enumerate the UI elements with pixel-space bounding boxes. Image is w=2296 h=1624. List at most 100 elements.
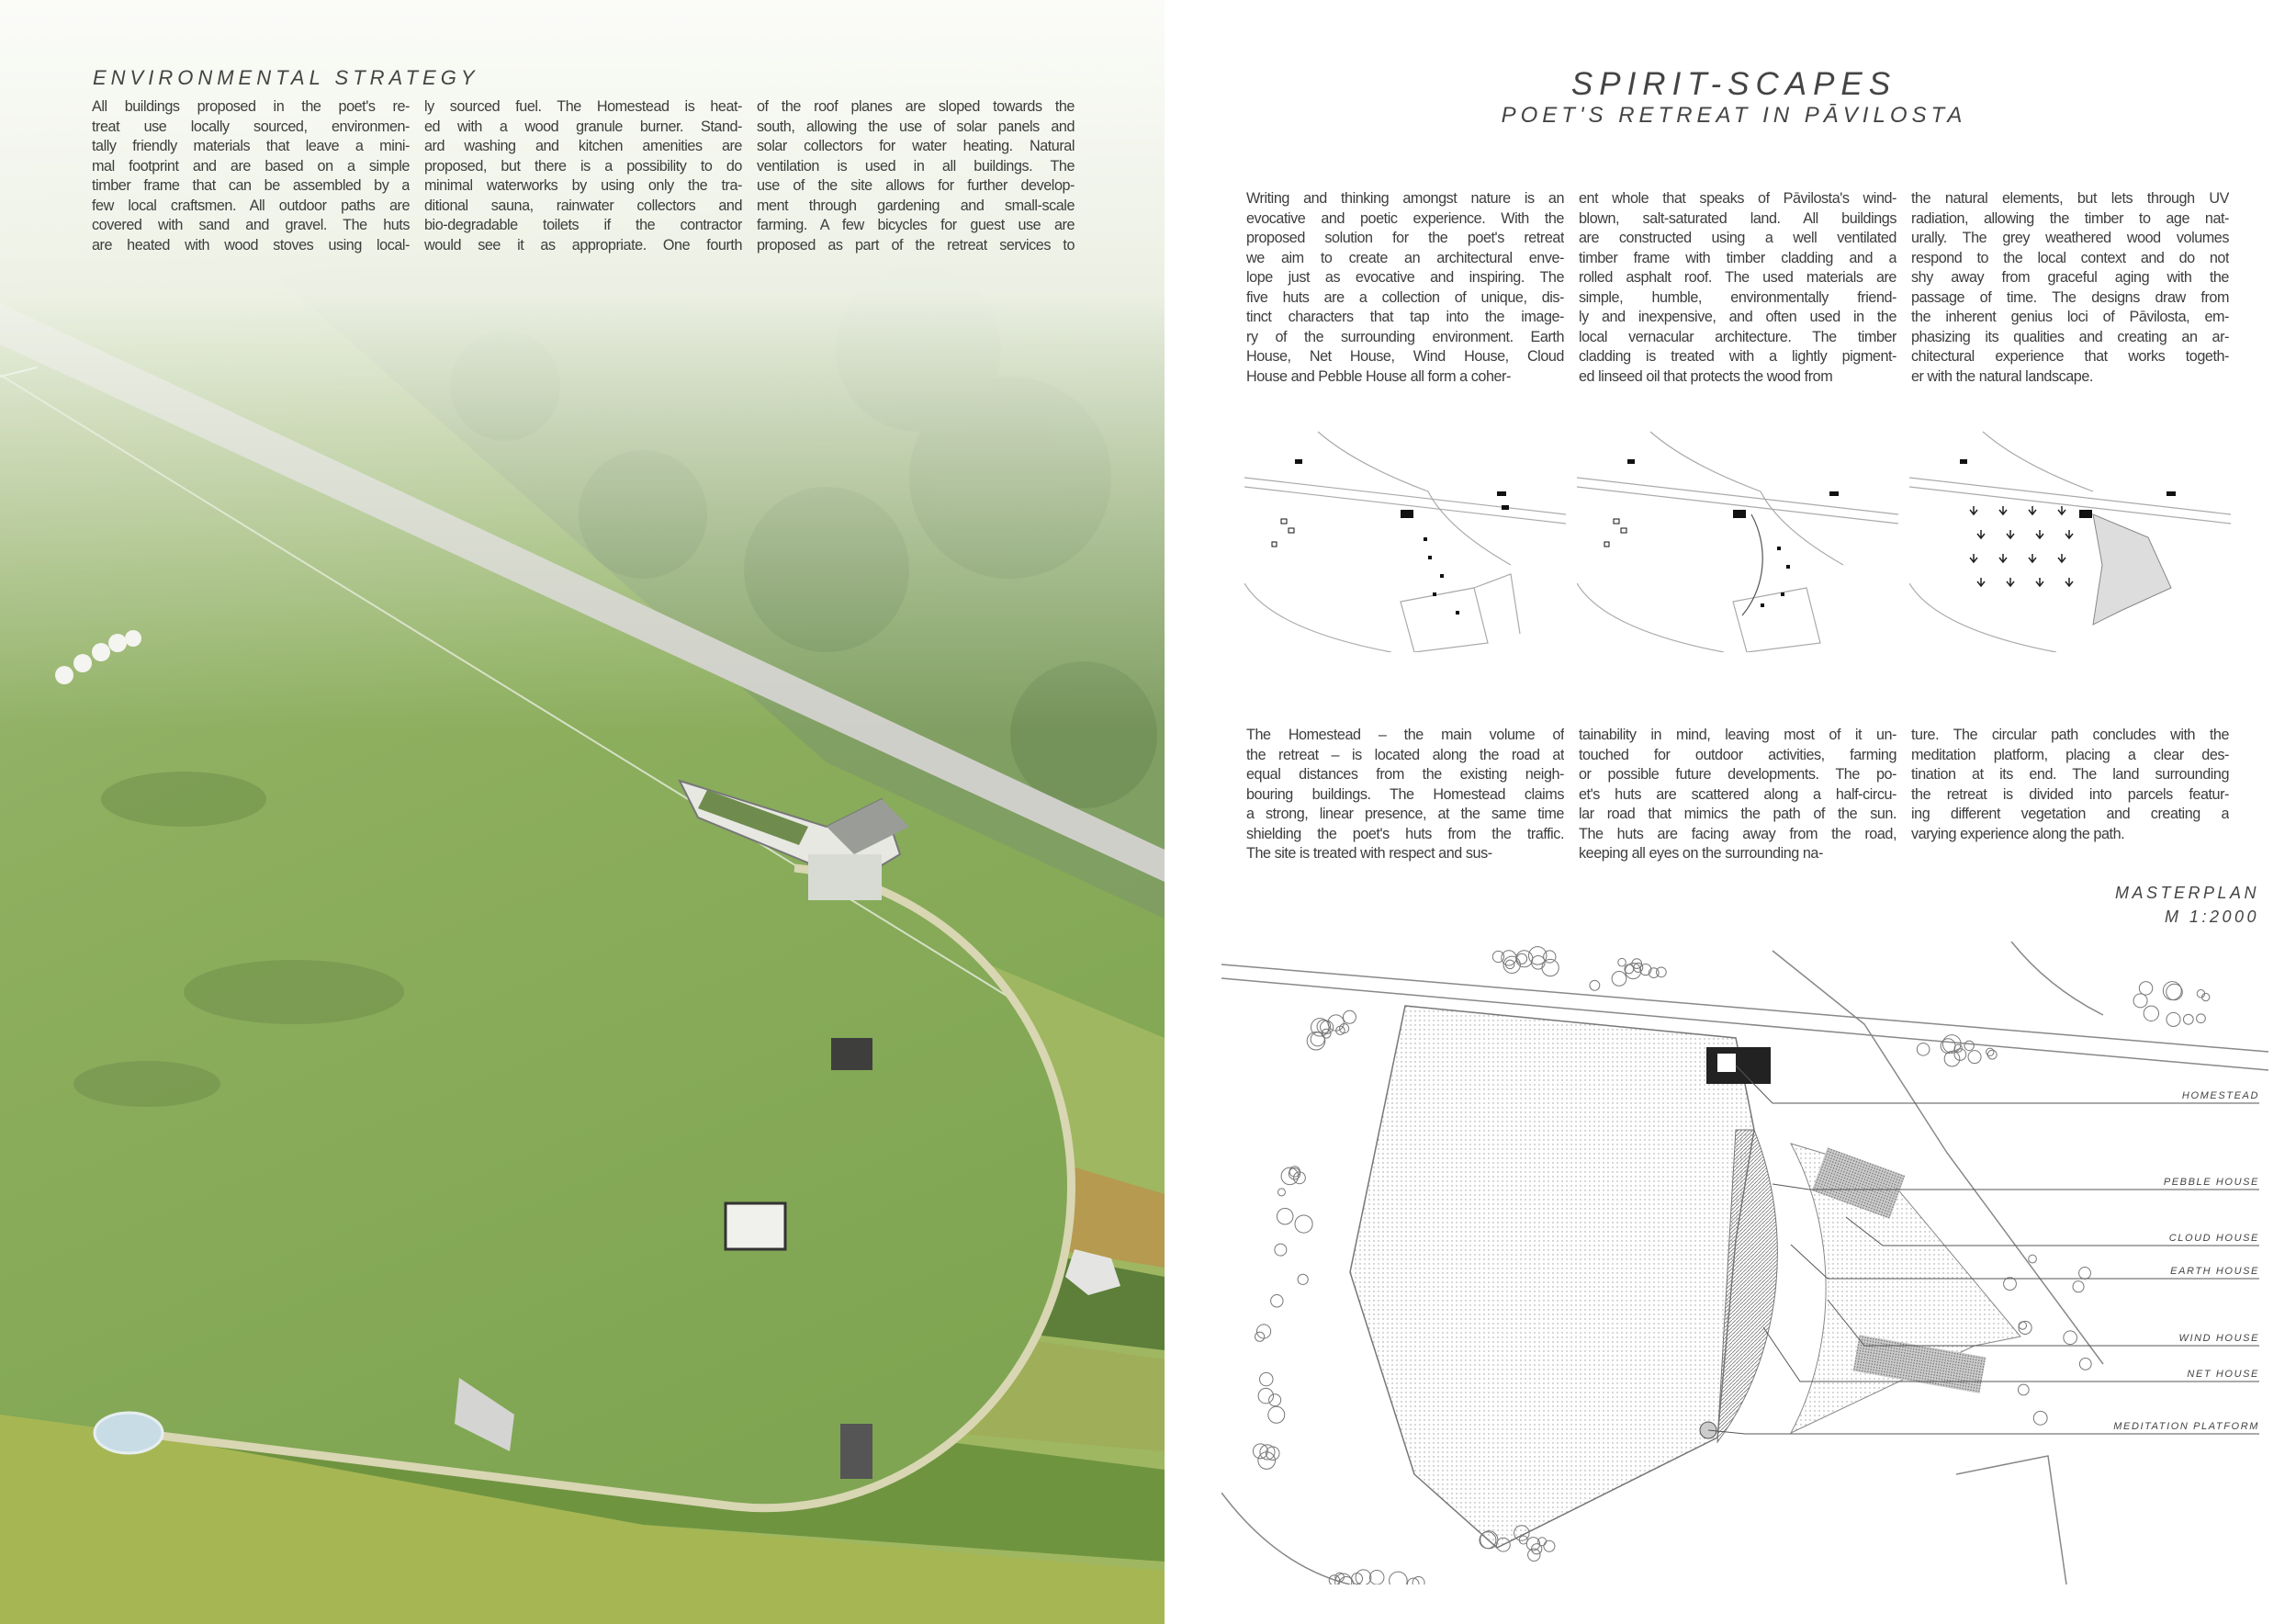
tree-symbol [1491, 950, 1505, 964]
text-line: House and Pebble House all form a coher- [1246, 367, 1511, 385]
tree-symbol [1527, 1548, 1541, 1562]
tree-symbol [2143, 1005, 2160, 1021]
masterplan-label: EARTH HOUSE [2167, 1266, 2259, 1277]
tree-symbol [1953, 1048, 1967, 1061]
text-line: passage of time. The designs draw from [1911, 288, 2229, 306]
leader-line [1790, 1244, 2259, 1280]
text-line: lar road that mimics the path of the sun… [1579, 806, 1896, 822]
tree-symbol [1986, 1049, 1998, 1060]
section-heading-environmental-strategy: ENVIRONMENTAL STRATEGY [93, 66, 479, 89]
leader-line [1735, 1065, 2259, 1104]
text-column: ent whole that speaks of Pāvilosta's win… [1579, 189, 1896, 387]
text-line: are heated with wood stoves using local- [92, 236, 410, 254]
tree-symbol [1986, 1047, 1995, 1056]
wind-arrow-icon [1998, 506, 2008, 516]
tree-symbol [1611, 971, 1627, 987]
text-line: tally friendly materials that leave a mi… [92, 138, 410, 154]
masterplan-label: WIND HOUSE [2175, 1333, 2259, 1344]
tree-symbol [2138, 981, 2154, 996]
leader-line [1772, 1183, 2259, 1190]
tree-symbol [2028, 1254, 2037, 1264]
text-line: lope just as evocative and inspiring. Th… [1246, 269, 1564, 286]
tree-symbol [1342, 1009, 1356, 1024]
text-line: ard washing and kitchen amenities are [424, 138, 742, 154]
text-line: the retreat – is located along the road … [1246, 746, 1564, 763]
aerial-rendering [0, 0, 1165, 1624]
text-line: proposed, but there is a possibility to … [424, 157, 742, 175]
leader-line [1762, 1326, 2259, 1382]
tree-symbol [1306, 1031, 1326, 1051]
text-line: chitectural experience that works togeth… [1911, 348, 2229, 365]
tree-symbol [1268, 1393, 1282, 1407]
tree-symbol [2003, 1277, 2017, 1291]
tree-symbol [2018, 1320, 2032, 1335]
masterplan-title: MASTERPLAN [2114, 884, 2259, 902]
tree-symbol [1648, 967, 1660, 979]
tree-symbol [1280, 1167, 1300, 1186]
masterplan-label: MEDITATION PLATFORM [2110, 1421, 2259, 1432]
text-line: blown, salt-saturated land. All building… [1579, 209, 1896, 227]
tree-symbol [1940, 1038, 1956, 1054]
text-column: tainability in mind, leaving most of it … [1579, 726, 1896, 864]
wind-arrow-icon [1976, 530, 1986, 540]
text-line: proposed solution for the poet's retreat [1246, 230, 1564, 246]
text-line: of the roof planes are sloped towards th… [757, 98, 1075, 115]
tree-symbol [1255, 1331, 1266, 1342]
wind-arrow-icon [2006, 578, 2015, 588]
tree-symbol [2032, 1410, 2048, 1426]
tree-symbol [1916, 1043, 1930, 1056]
tree-symbol [1293, 1171, 1306, 1185]
tree-symbol [1543, 950, 1557, 964]
wind-arrow-icon [1969, 506, 1978, 516]
tree-symbol [1631, 958, 1643, 969]
text-line: timber frame that can be assembled by a [92, 177, 410, 194]
text-line: south, allowing the use of solar panels … [757, 118, 1075, 135]
masterplan-label: HOMESTEAD [2178, 1090, 2259, 1101]
text-line: or possible future developments. The po- [1579, 766, 1896, 783]
tree-symbol [2017, 1383, 2030, 1396]
tree-symbol [1967, 1050, 1982, 1065]
text-line: ture. The circular path concludes with t… [1911, 727, 2229, 743]
tree-symbol [1518, 1535, 1528, 1545]
text-line: ed linseed oil that protects the wood fr… [1579, 367, 1833, 385]
text-line: er with the natural landscape. [1911, 367, 2093, 385]
tree-symbol [1537, 1537, 1548, 1547]
tree-symbol [1514, 1525, 1530, 1541]
tree-symbol [1589, 979, 1601, 991]
text-line: rolled asphalt roof. The used materials … [1579, 269, 1896, 286]
concept-diagram-3 [1909, 431, 2231, 652]
tree-symbol [1255, 1324, 1272, 1339]
leader-line [1827, 1299, 2259, 1347]
text-line: the natural elements, but lets through U… [1911, 190, 2229, 207]
tree-symbol [1259, 1444, 1276, 1460]
text-line: a strong, linear presence, at the same t… [1246, 806, 1564, 822]
wind-arrow-icon [2057, 554, 2066, 564]
text-line: ent whole that speaks of Pāvilosta's win… [1579, 190, 1896, 207]
text-line: we aim to create an architectural enve- [1246, 249, 1564, 266]
text-line: shy away from graceful aging with the [1911, 269, 2229, 286]
tree-symbol [2182, 1013, 2194, 1025]
text-line: respond to the local context and do not [1911, 249, 2229, 266]
text-line: minimal waterworks by using only the tra… [424, 177, 742, 194]
text-line: urally. The grey weathered wood volumes [1911, 230, 2229, 246]
text-line: ly and inexpensive, and often used in th… [1579, 309, 1896, 325]
text-line: ry of the surrounding environment. Earth [1246, 328, 1564, 345]
text-line: shielding the poet's huts from the traff… [1246, 825, 1564, 842]
tree-symbol [1259, 1371, 1274, 1387]
tree-symbol [1277, 1188, 1286, 1197]
tree-symbol [1943, 1050, 1961, 1067]
tree-symbol [2018, 1321, 2028, 1330]
text-line: bio-degradable toilets if the contractor [424, 217, 742, 233]
tree-symbol [1276, 1207, 1294, 1225]
text-line: timber frame with timber cladding and a [1579, 249, 1896, 266]
text-line: bouring buildings. The Homestead claims [1246, 785, 1564, 803]
text-line: tinct characters that tap into the image… [1246, 309, 1564, 325]
tree-symbol [1316, 1019, 1332, 1034]
wind-arrow-icon [2035, 530, 2044, 540]
wind-arrow-icon [2065, 530, 2074, 540]
text-column: All buildings proposed in the poet's re-… [92, 97, 410, 255]
text-line: ing different vegetation and creating a [1911, 806, 2229, 822]
tree-symbol [1257, 1451, 1276, 1470]
tree-symbol [2196, 1013, 2206, 1024]
text-line: meditation platform, placing a clear des… [1911, 746, 2229, 763]
